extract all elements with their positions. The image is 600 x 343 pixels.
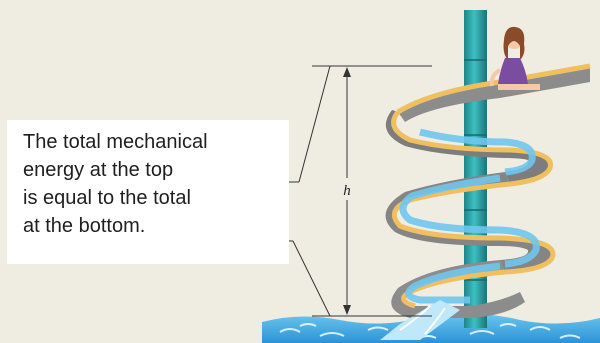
- arrow-head-down: [343, 305, 351, 315]
- slide-pole: [464, 10, 487, 328]
- callout-line-4: at the bottom.: [23, 212, 208, 240]
- callout-text: The total mechanical energy at the top i…: [23, 128, 208, 240]
- callout-box: The total mechanical energy at the top i…: [7, 120, 289, 264]
- callout-line-1: The total mechanical: [23, 128, 208, 156]
- arrow-head-up: [343, 67, 351, 77]
- height-label: h: [343, 183, 351, 199]
- callout-line-2: energy at the top: [23, 156, 208, 184]
- callout-line-3: is equal to the total: [23, 184, 208, 212]
